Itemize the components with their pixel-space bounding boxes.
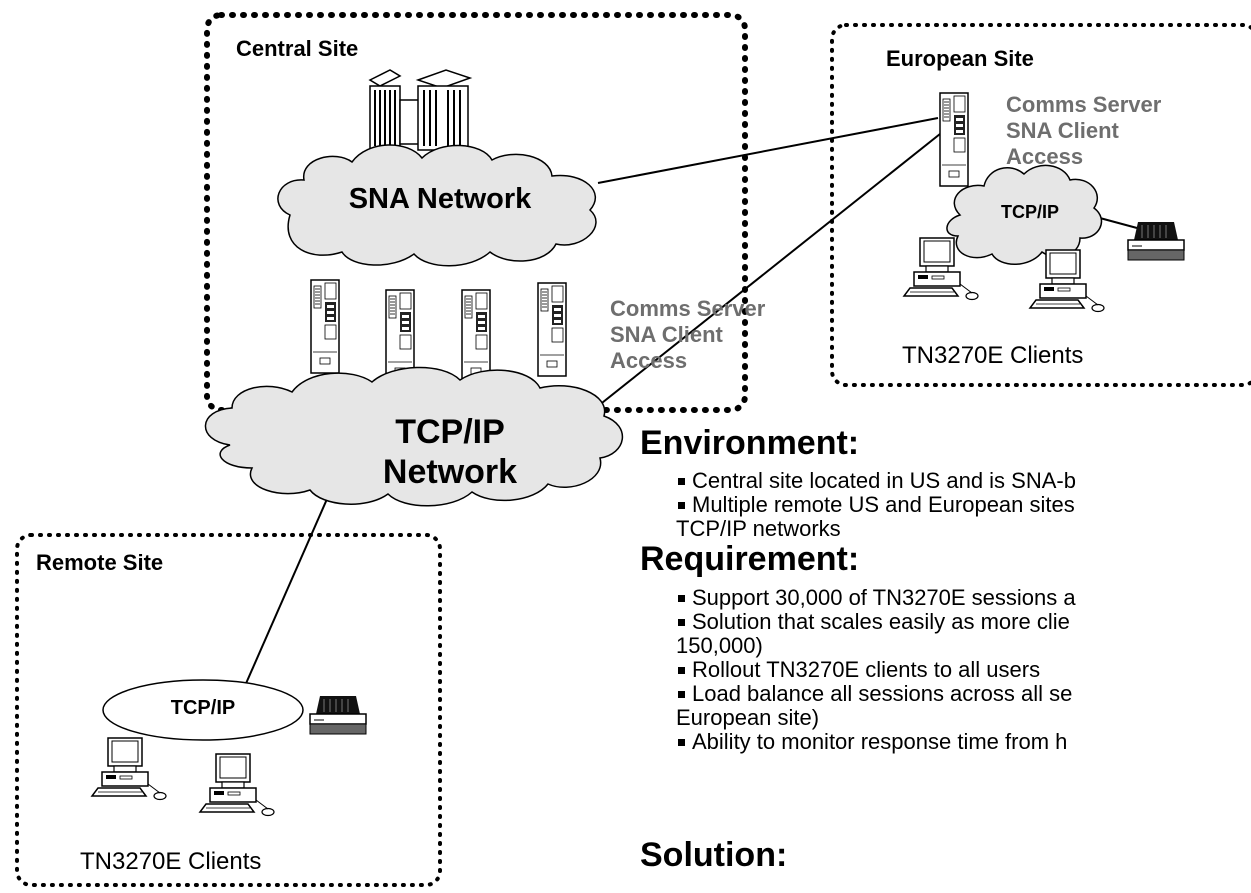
european-tcpip-label: TCP/IP [1000, 202, 1059, 222]
requirement-item-4: Load balance all sessions across all se [676, 682, 1076, 706]
environment-list: Central site located in US and is SNA-b … [676, 469, 1076, 541]
european-site-title: European Site [886, 46, 1034, 71]
central-comms-server-label: Comms Server SNA Client Access [610, 296, 765, 374]
remote-tcpip-ellipse [102, 679, 304, 741]
european-comms-line-1: Comms Server [1006, 92, 1162, 117]
requirement-item-3: Rollout TN3270E clients to all users [676, 658, 1076, 682]
remote-clients-label: TN3270E Clients [80, 848, 262, 875]
requirement-item-5: Ability to monitor response time from h [676, 730, 1076, 754]
european-clients-label: TN3270E Clients [902, 342, 1084, 369]
central-server-4-icon [537, 282, 567, 377]
link-tcpip-to-european [577, 129, 946, 423]
link-sna-to-european [597, 117, 939, 184]
environment-item-2-cont: TCP/IP networks [676, 516, 841, 541]
european-comms-server-label: Comms Server SNA Client Access [1006, 92, 1161, 170]
requirement-item-2-cont: 150,000) [676, 633, 763, 658]
central-server-3-icon [461, 289, 491, 384]
environment-item-2: Multiple remote US and European sites [676, 493, 1076, 517]
central-comms-line-1: Comms Server [610, 296, 766, 321]
tcpip-network-line-2: Network [382, 453, 518, 491]
sna-network-label: SNA Network [348, 183, 532, 215]
european-comms-line-3: Access [1006, 144, 1084, 169]
requirement-item-1: Support 30,000 of TN3270E sessions a [676, 586, 1076, 610]
requirement-heading: Requirement: [640, 540, 860, 578]
central-comms-line-3: Access [610, 348, 688, 373]
requirement-item-2: Solution that scales easily as more clie [676, 610, 1076, 634]
central-site-title: Central Site [236, 36, 359, 61]
environment-heading: Environment: [640, 424, 860, 462]
tcpip-network-line-1: TCP/IP [395, 413, 505, 451]
european-site-box [830, 23, 1251, 387]
european-tcpip-cloud [946, 164, 1103, 265]
central-server-1-icon [310, 279, 340, 374]
central-comms-line-2: SNA Client [610, 322, 723, 347]
european-pc-2-icon [1029, 249, 1105, 313]
tcpip-network-label: TCP/IP Network [340, 412, 560, 492]
remote-site-box [15, 533, 442, 887]
remote-pc-1-icon [91, 737, 167, 801]
link-tcpip-to-remote [243, 473, 339, 689]
mainframe-icon [368, 69, 473, 151]
remote-pc-2-icon [199, 753, 275, 817]
environment-item-1: Central site located in US and is SNA-b [676, 469, 1076, 493]
remote-site-title: Remote Site [36, 550, 164, 575]
solution-heading: Solution: [640, 836, 788, 874]
remote-tcpip-label: TCP/IP [170, 697, 236, 719]
requirement-list: Support 30,000 of TN3270E sessions a Sol… [676, 586, 1076, 754]
tcpip-network-cloud [204, 366, 623, 507]
remote-printer-icon [309, 695, 367, 735]
european-server-icon [939, 92, 969, 187]
requirement-item-4-cont: European site) [676, 705, 820, 730]
european-comms-line-2: SNA Client [1006, 118, 1119, 143]
sna-network-cloud [277, 144, 597, 267]
